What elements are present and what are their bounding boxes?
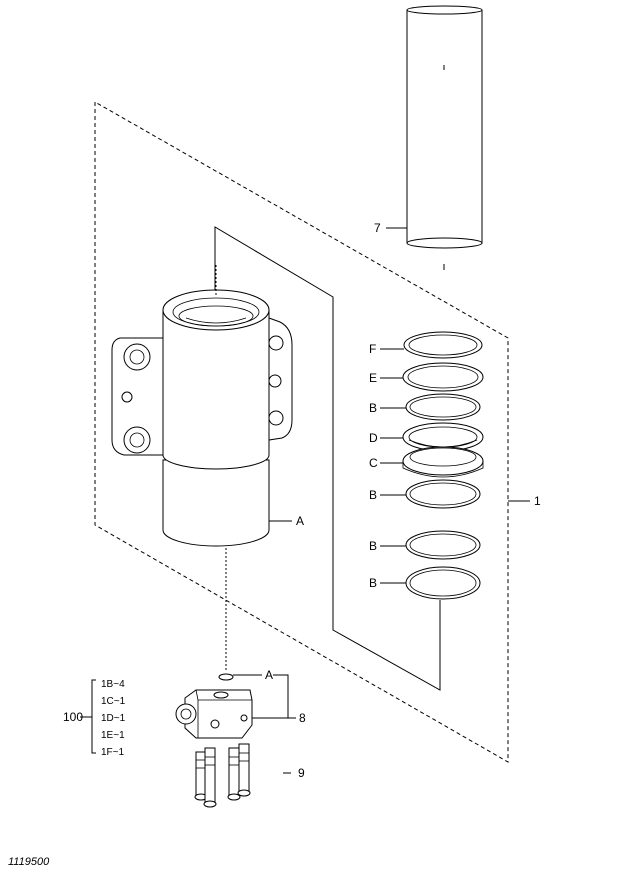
- kit-item-1: 1B~4: [101, 679, 125, 690]
- kit-item-4: 1E~1: [101, 730, 125, 741]
- kit-item-3: 1D~1: [101, 713, 126, 724]
- callout-ring-b-3: B: [369, 539, 377, 553]
- seal-ring-c: [402, 446, 484, 478]
- kit-number: 100: [63, 710, 83, 724]
- seal-ring-b-4: [405, 566, 481, 600]
- callout-ring-d: D: [369, 431, 378, 445]
- callout-ring-e: E: [369, 371, 377, 385]
- callout-ring-b-2: B: [369, 488, 377, 502]
- callout-assembly: 1: [534, 494, 541, 508]
- o-ring: [218, 673, 234, 681]
- callout-ring-b-1: B: [369, 401, 377, 415]
- callout-body-a: A: [296, 514, 304, 528]
- seal-ring-e: [402, 362, 484, 392]
- seal-ring-b-3: [405, 530, 481, 560]
- seal-ring-b-1: [405, 393, 481, 421]
- callout-ring-f: F: [369, 342, 376, 356]
- section-loop: [214, 226, 441, 691]
- kit-item-5: 1F~1: [101, 747, 125, 758]
- callout-oring-a: A: [265, 668, 273, 682]
- callout-tube: 7: [374, 221, 381, 235]
- seal-ring-b-2: [405, 479, 481, 509]
- tube-part: [406, 5, 483, 270]
- bolt-set: [194, 743, 251, 808]
- callout-ring-c: C: [369, 456, 378, 470]
- kit-item-2: 1C~1: [101, 696, 126, 707]
- callout-block: 8: [299, 711, 306, 725]
- drawing-code: 1119500: [8, 856, 50, 868]
- swivel-body: [111, 265, 293, 670]
- callout-bolts: 9: [298, 766, 305, 780]
- callout-ring-b-4: B: [369, 576, 377, 590]
- assembly-boundary: [94, 101, 509, 763]
- port-block: [175, 689, 253, 739]
- seal-ring-f: [403, 331, 483, 359]
- leader-lines: [80, 227, 530, 774]
